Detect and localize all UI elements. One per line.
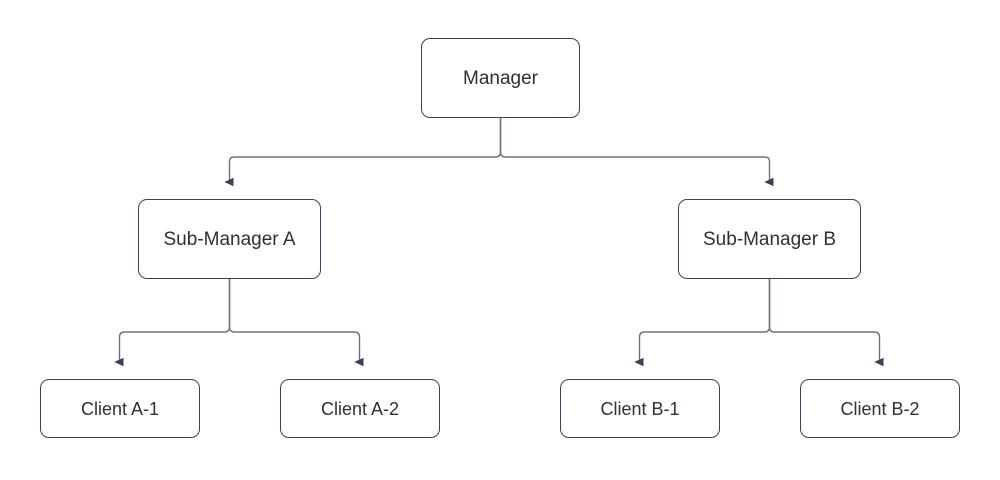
node-client-a2-label: Client A-2 xyxy=(320,398,400,419)
node-client-b1-label: Client B-1 xyxy=(600,398,680,419)
node-manager-label: Manager xyxy=(463,67,538,89)
edge-sub-manager-a-to-client-a2 xyxy=(228,279,364,367)
node-sub-manager-a-label: Sub-Manager A xyxy=(163,228,296,250)
node-client-b1[interactable]: Client B-1 xyxy=(560,379,720,438)
edge-sub-manager-b-to-client-b1 xyxy=(634,279,771,367)
node-client-a1[interactable]: Client A-1 xyxy=(40,379,200,438)
edge-manager-to-sub-manager-a xyxy=(224,118,502,187)
node-client-a1-label: Client A-1 xyxy=(80,398,160,419)
node-sub-manager-a[interactable]: Sub-Manager A xyxy=(138,199,321,279)
node-client-b2-label: Client B-2 xyxy=(840,398,920,419)
edge-sub-manager-b-to-client-b2 xyxy=(768,279,884,367)
node-sub-manager-b-label: Sub-Manager B xyxy=(702,228,837,250)
node-client-b2[interactable]: Client B-2 xyxy=(800,379,960,438)
node-client-a2[interactable]: Client A-2 xyxy=(280,379,440,438)
node-sub-manager-b[interactable]: Sub-Manager B xyxy=(678,199,861,279)
edge-sub-manager-a-to-client-a1 xyxy=(114,279,231,367)
node-manager[interactable]: Manager xyxy=(421,38,580,118)
edge-manager-to-sub-manager-b xyxy=(499,118,774,187)
